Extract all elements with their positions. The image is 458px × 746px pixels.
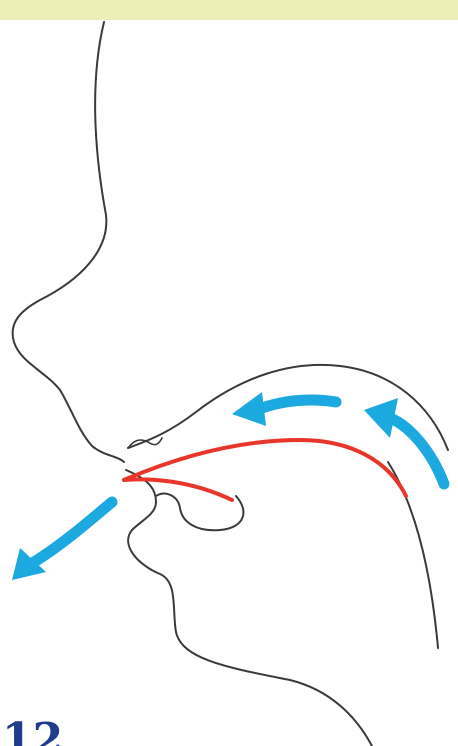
airflow-arrow-icon	[12, 502, 112, 580]
tongue-position-line	[124, 440, 406, 496]
face-profile-outline	[13, 22, 124, 462]
throat-outline	[388, 462, 438, 648]
figure-number: 12	[2, 718, 63, 746]
jaw-outline	[126, 470, 372, 746]
airflow-arrow-icon	[232, 392, 336, 426]
airflow-arrow-icon	[364, 398, 444, 484]
tongue-tip-line	[124, 479, 232, 500]
palate-outline	[128, 365, 448, 450]
